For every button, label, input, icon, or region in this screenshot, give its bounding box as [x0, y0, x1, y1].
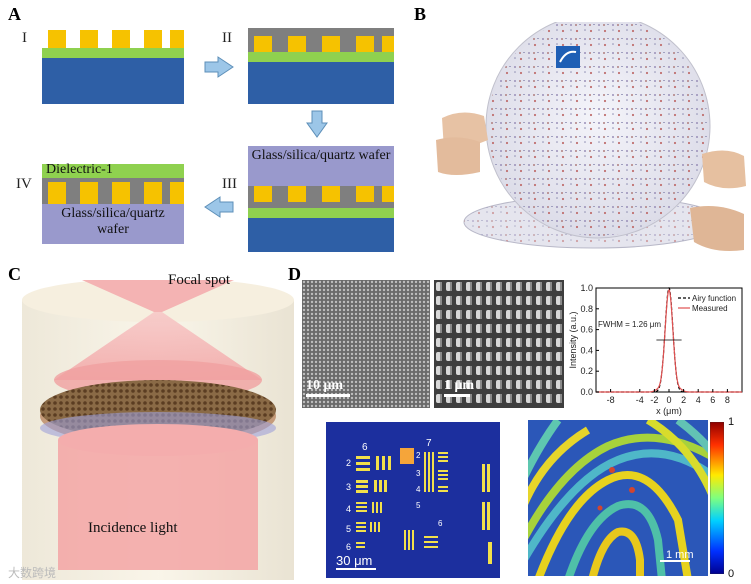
usaf-element-3: 3 — [346, 482, 351, 492]
usaf-element-6: 6 — [346, 542, 351, 552]
chart-x-tick-label: 4 — [696, 395, 701, 405]
panel-label-a: A — [8, 4, 21, 25]
sem1-scale-label: 10 μm — [306, 378, 343, 394]
usaf-element-5: 5 — [346, 524, 351, 534]
usaf-g7-element-4: 4 — [416, 485, 421, 494]
panel-label-c: C — [8, 264, 21, 285]
step-label-iv: IV — [16, 176, 32, 193]
sem2-scale-label: 1 μm — [444, 378, 474, 394]
step-label-ii: II — [222, 30, 232, 47]
chart-y-tick-label: 0.0 — [580, 387, 593, 397]
chart-fwhm-annotation: FWHM = 1.26 μm — [598, 320, 661, 329]
chart-y-tick-label: 0.4 — [580, 345, 593, 355]
chart-x-tick-label: -2 — [650, 395, 658, 405]
chart-x-tick-label: -8 — [607, 395, 615, 405]
chart-y-tick-label: 0.6 — [580, 325, 593, 335]
chart-x-tick-label: 2 — [681, 395, 686, 405]
fingerprint-scale-label: 1 mm — [666, 549, 694, 561]
usaf-g7-element-3: 3 — [416, 469, 421, 478]
chart-x-tick-label: 8 — [725, 395, 730, 405]
usaf-element-2: 2 — [346, 458, 351, 468]
colorbar-min-label: 0 — [728, 568, 734, 580]
watermark-text: 大数跨境 — [8, 564, 56, 581]
arrow-right-icon — [204, 56, 234, 78]
legend-airy: Airy function — [692, 294, 736, 303]
fabrication-step-ii — [248, 28, 394, 104]
chart-x-tick-label: 0 — [666, 395, 671, 405]
usaf-group-6: 6 — [362, 442, 368, 453]
colorbar — [710, 422, 724, 574]
chart-y-tick-label: 0.2 — [580, 366, 593, 376]
chart-y-tick-label: 1.0 — [580, 283, 593, 293]
dielectric-label: Dielectric-1 — [46, 162, 113, 178]
usaf-scale-label: 30 μm — [336, 553, 372, 568]
arrow-down-icon — [306, 110, 328, 138]
incidence-light-label: Incidence light — [88, 520, 178, 537]
fabrication-step-i — [42, 28, 184, 104]
usaf-g7-element-6: 6 — [438, 519, 443, 528]
wafer-label-iv: Glass/silica/quartz wafer — [44, 206, 182, 238]
chart-x-axis-label: x (μm) — [656, 406, 682, 416]
focal-spot-label: Focal spot — [168, 272, 230, 289]
usaf-g7-element-5: 5 — [416, 501, 421, 510]
wafer-photo — [414, 22, 748, 262]
chart-x-tick-label: -4 — [636, 395, 644, 405]
colorbar-max-label: 1 — [728, 416, 734, 428]
legend-measured: Measured — [692, 304, 728, 313]
step-label-iii: III — [222, 176, 237, 193]
usaf-group-7: 7 — [426, 438, 432, 449]
usaf-g7-element-2: 2 — [416, 451, 421, 460]
arrow-left-icon — [204, 196, 234, 218]
chart-y-axis-label: Intensity (a.u.) — [568, 311, 578, 368]
wafer-label-iii: Glass/silica/quartz wafer — [250, 148, 392, 164]
chart-y-tick-label: 0.8 — [580, 304, 593, 314]
usaf-element-4: 4 — [346, 504, 351, 514]
step-label-i: I — [22, 30, 27, 47]
chart-x-tick-label: 6 — [710, 395, 715, 405]
